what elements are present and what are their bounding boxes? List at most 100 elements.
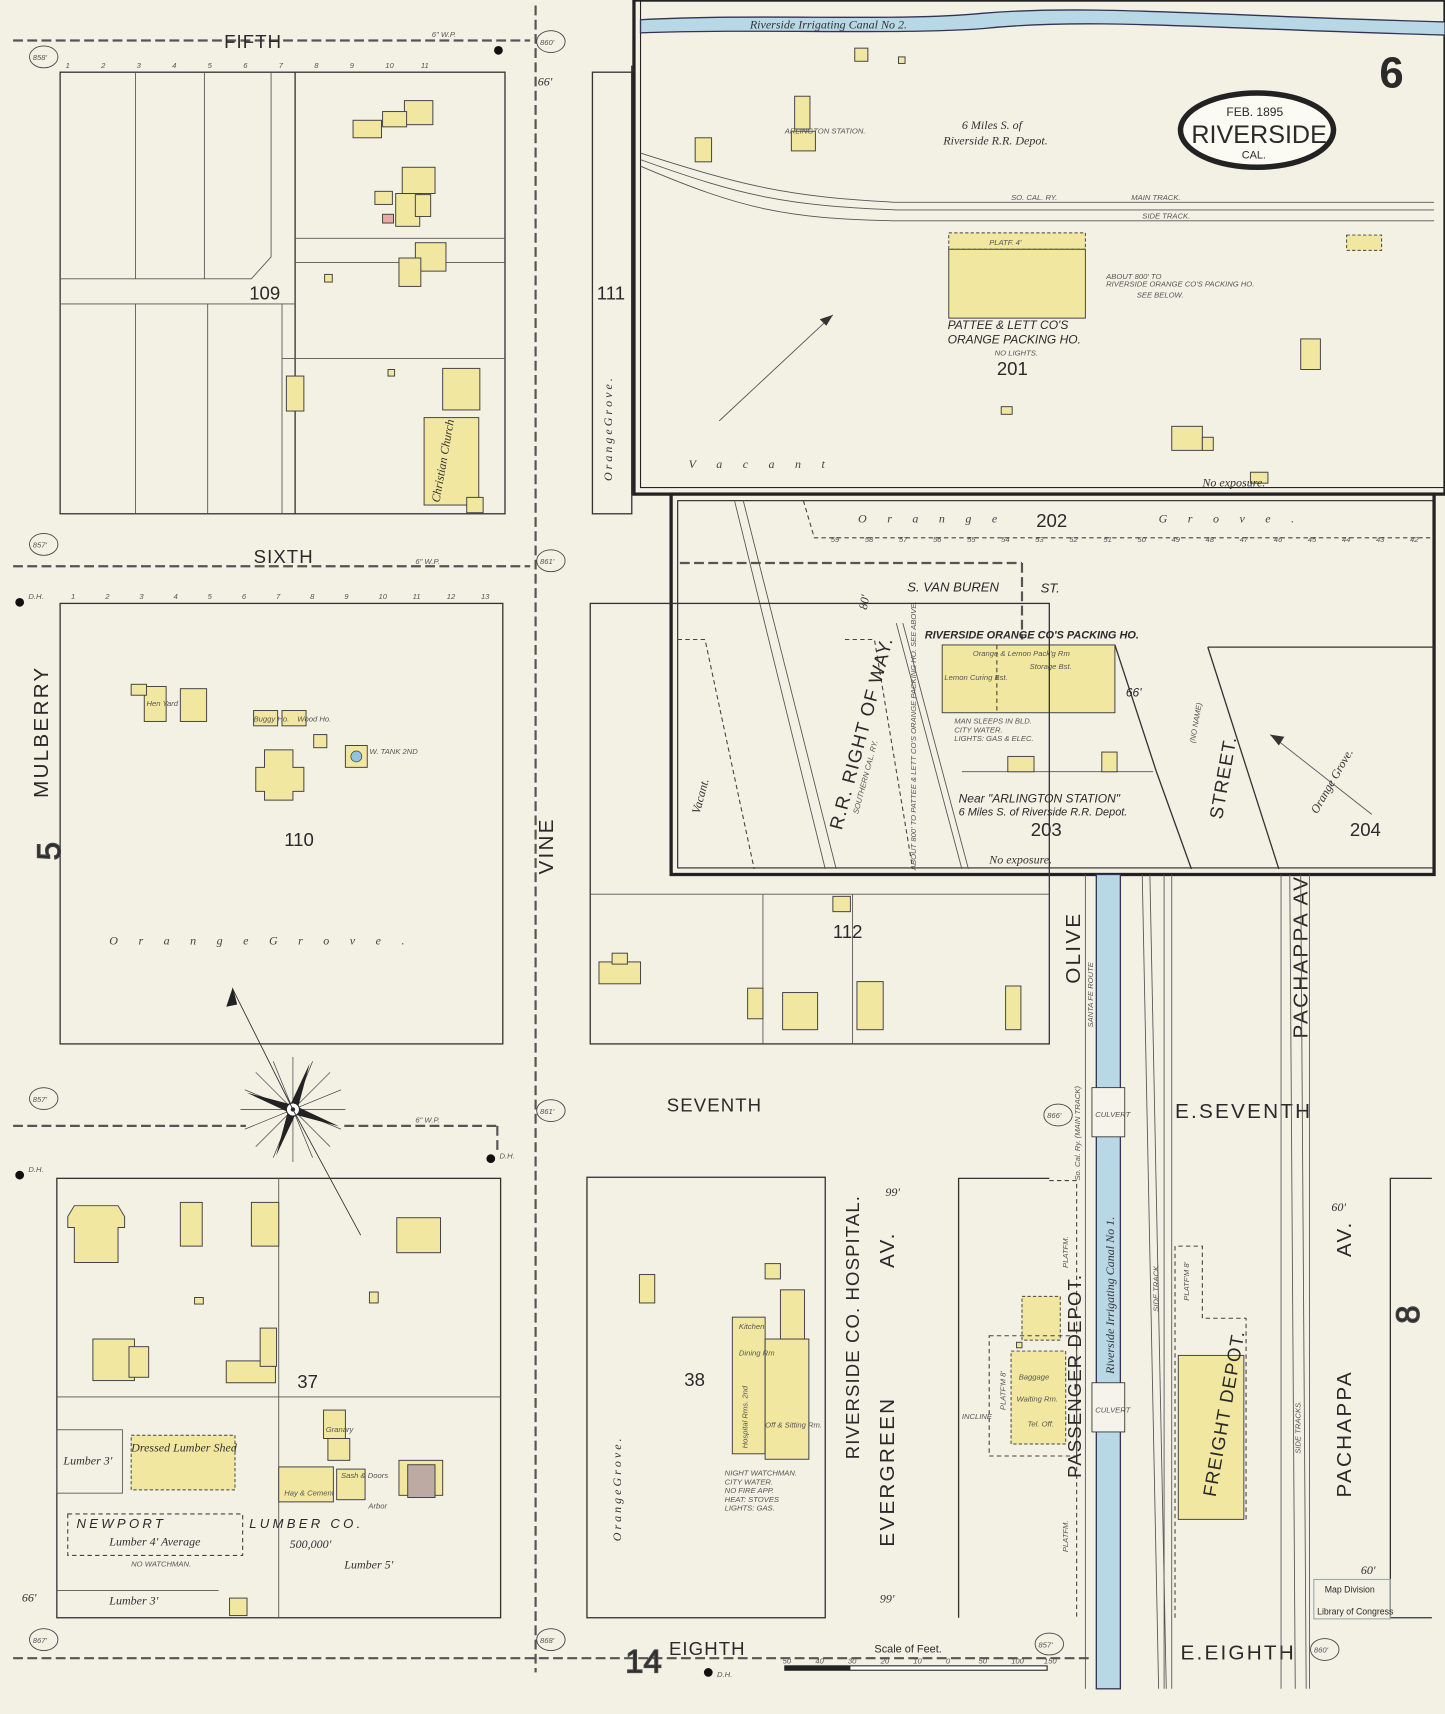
- svg-text:Off & Sitting Rm.: Off & Sitting Rm.: [765, 1421, 822, 1430]
- svg-text:Storage Bst.: Storage Bst.: [1030, 662, 1072, 671]
- lot-number: 6: [242, 592, 247, 601]
- lot-number: 2: [100, 61, 106, 70]
- block-37: Dressed Lumber Shed Lumber 3' Granary Ha…: [56, 1177, 502, 1619]
- svg-text:861': 861': [540, 557, 555, 566]
- lot-number: 50: [1137, 535, 1146, 544]
- lot-number: 51: [1103, 535, 1112, 544]
- near-arlington-label: Near "ARLINGTON STATION": [959, 791, 1121, 805]
- canal-and-railway: CULVERT CULVERT Riverside Irrigating Can…: [1073, 873, 1310, 1690]
- street-eighth: EIGHTH: [669, 1638, 746, 1659]
- lot-number: 54: [1001, 535, 1010, 544]
- pattee-label: PATTEE & LETT CO'S: [948, 318, 1069, 332]
- street-evergreen: EVERGREEN: [876, 1397, 899, 1547]
- dimension: 66': [538, 74, 553, 88]
- lot-number: 58: [865, 535, 874, 544]
- svg-text:858': 858': [33, 53, 48, 62]
- dimension: 99': [885, 1185, 900, 1199]
- arlington-station-label: ARLINGTON STATION.: [784, 126, 866, 135]
- freight-depot: [1177, 1354, 1245, 1520]
- svg-text:Dining Rm: Dining Rm: [739, 1348, 775, 1357]
- lot-number: 47: [1240, 535, 1249, 544]
- dimension: 66': [22, 1590, 37, 1604]
- dimension: 60': [1361, 1563, 1376, 1577]
- elevation-marker: 867': [29, 1628, 59, 1651]
- svg-text:No exposure.: No exposure.: [988, 853, 1052, 867]
- lot-number: 45: [1308, 535, 1317, 544]
- hydrant-icon: [15, 1170, 25, 1180]
- block-number: 112: [833, 921, 863, 942]
- svg-text:Wood Ho.: Wood Ho.: [297, 714, 331, 723]
- lot-number: 40: [815, 1657, 824, 1666]
- svg-text:PLATF'M 8': PLATF'M 8': [1182, 1261, 1191, 1300]
- svg-text:D.H.: D.H.: [28, 1165, 43, 1174]
- svg-text:Buggy Ho.: Buggy Ho.: [254, 714, 290, 723]
- lot-number: 100: [1011, 1657, 1024, 1666]
- elevation-marker: 861': [536, 1099, 566, 1122]
- lot-number: 4: [174, 592, 178, 601]
- svg-text:D.H.: D.H.: [717, 1670, 732, 1679]
- svg-text:Lumber 3': Lumber 3': [62, 1454, 112, 1468]
- svg-text:Granary: Granary: [326, 1425, 355, 1434]
- svg-text:Hay & Cement: Hay & Cement: [284, 1488, 335, 1497]
- svg-text:Waiting Rm.: Waiting Rm.: [1017, 1394, 1058, 1403]
- svg-text:500,000': 500,000': [290, 1537, 332, 1551]
- svg-text:860': 860': [1314, 1646, 1329, 1655]
- svg-text:PLATFM.: PLATFM.: [1061, 1520, 1070, 1552]
- svg-text:Hen Yard: Hen Yard: [146, 699, 178, 708]
- irrigating-canal-1: [1095, 873, 1122, 1690]
- block-number: 109: [249, 283, 280, 304]
- lot-number: 9: [350, 61, 355, 70]
- lot-number: 7: [279, 61, 284, 70]
- title-cartouche: FEB. 1895 RIVERSIDE CAL.: [1177, 90, 1337, 171]
- dressed-lumber-shed: [130, 1434, 236, 1491]
- street-fifth: FIFTH: [224, 31, 282, 52]
- street-pachappa-upper: PACHAPPA AV.: [1289, 869, 1312, 1039]
- hydrant-icon: [703, 1668, 713, 1677]
- svg-text:857': 857': [1038, 1640, 1053, 1649]
- svg-text:So. Cal. Ry. (MAIN TRACK): So. Cal. Ry. (MAIN TRACK): [1073, 1086, 1082, 1181]
- orange-grove-label: O r a n g e G r o v e .: [109, 933, 413, 947]
- block-112: 112: [589, 602, 1050, 1045]
- street-vine: VINE: [535, 817, 558, 874]
- svg-text:Map Division: Map Division: [1325, 1585, 1375, 1595]
- stone-building: [407, 1464, 436, 1499]
- hydrant-icon: [494, 45, 503, 55]
- lot-number: 150: [1044, 1657, 1057, 1666]
- svg-text:Lumber 4' Average: Lumber 4' Average: [108, 1535, 201, 1549]
- no-exposure-label: No exposure.: [1201, 475, 1265, 489]
- lot-number: 8: [314, 61, 319, 70]
- lot-number: 10: [385, 61, 394, 70]
- lot-number: 1: [71, 592, 75, 601]
- elevation-markers: 858' 860' 857' 861' 857' 861' 866' 867' …: [29, 30, 1340, 1661]
- lot-number: 59: [831, 535, 840, 544]
- lot-number: 44: [1342, 535, 1351, 544]
- svg-text:LUMBER CO.: LUMBER CO.: [249, 1516, 363, 1531]
- svg-text:860': 860': [540, 38, 555, 47]
- passenger-depot: [1010, 1350, 1067, 1445]
- svg-text:Dressed Lumber Shed: Dressed Lumber Shed: [130, 1441, 238, 1455]
- lot-number: 8: [310, 592, 315, 601]
- svg-text:6" W.P.: 6" W.P.: [415, 557, 439, 566]
- side-track-label: SIDE TRACK.: [1142, 212, 1190, 221]
- vacant-label: V a c a n t: [689, 457, 834, 471]
- lot-number: 5: [208, 592, 213, 601]
- lot-number: 4: [172, 61, 176, 70]
- lot-number: 50: [979, 1657, 988, 1666]
- svg-text:ORANGE PACKING HO.: ORANGE PACKING HO.: [948, 332, 1081, 346]
- lot-number: 55: [967, 535, 976, 544]
- map-city: RIVERSIDE: [1191, 121, 1326, 149]
- sheet-number: 6: [1379, 48, 1403, 97]
- block-edge: [1389, 1177, 1432, 1619]
- svg-text:Lumber 5': Lumber 5': [343, 1558, 393, 1572]
- svg-text:66': 66': [1126, 685, 1142, 699]
- street-olive: OLIVE: [1062, 912, 1085, 984]
- lot-number: 12: [447, 592, 456, 601]
- svg-text:Orange & Lemon Pack'g Rm: Orange & Lemon Pack'g Rm: [973, 649, 1071, 658]
- elevation-marker: 857': [29, 1087, 59, 1110]
- street-evergreen-av: AV.: [876, 1231, 899, 1268]
- adjoining-sheet-left: 5: [30, 842, 67, 860]
- svg-text:ST.: ST.: [1041, 580, 1060, 595]
- newport-label: NEWPORT: [77, 1516, 167, 1531]
